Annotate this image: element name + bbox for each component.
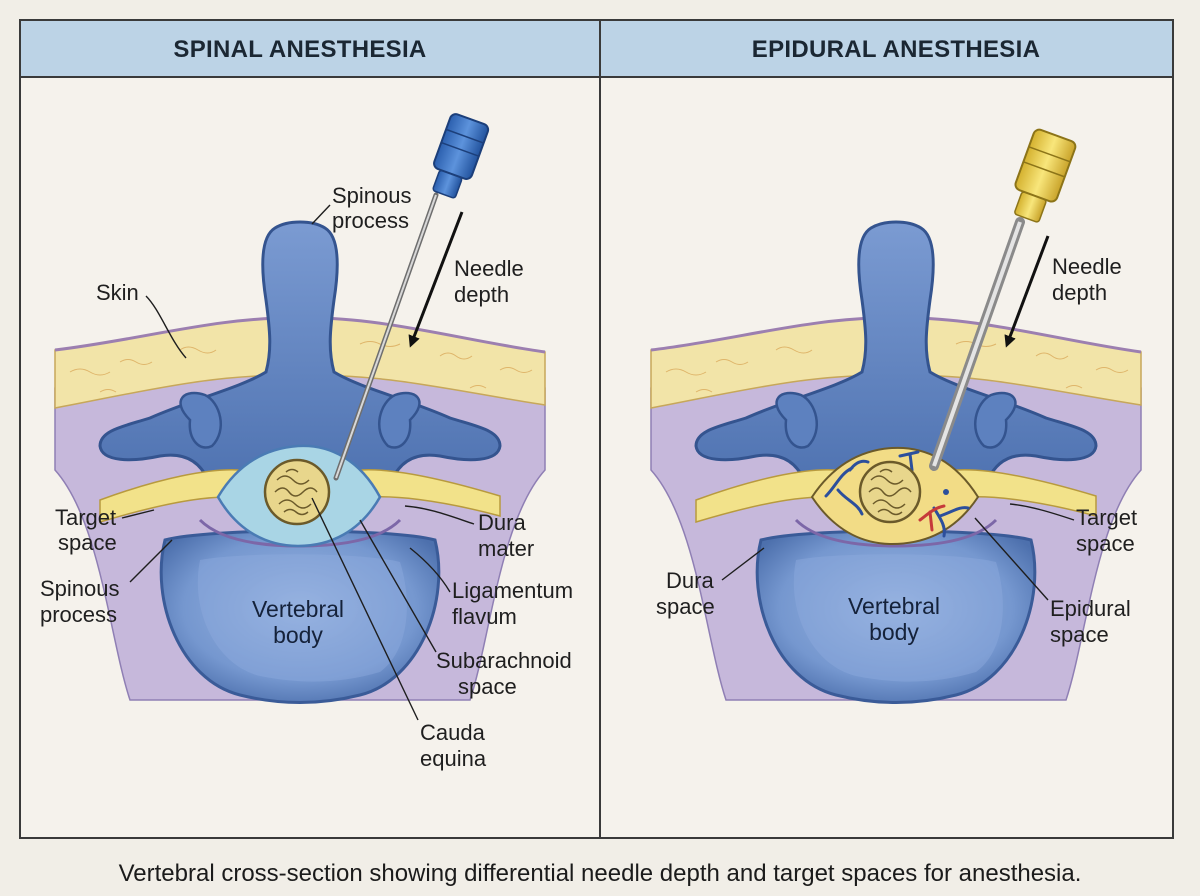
epidural-labels: Needle depth Target space Dura space Ver… <box>656 254 1137 647</box>
label-subarachnoid-space: Subarachnoid <box>436 648 572 673</box>
label-dura-mater: Dura <box>478 510 526 535</box>
spinal-needle <box>333 113 490 481</box>
label-epi-target-space: Target <box>1076 505 1137 530</box>
label-epi-vertebral-body: Vertebral <box>848 593 940 619</box>
spinal-labels: Spinous process Needle depth Skin Target… <box>40 183 573 771</box>
label-ligamentum-flavum: Ligamentum <box>452 578 573 603</box>
epidural-panel-title: EPIDURAL ANESTHESIA <box>752 36 1040 63</box>
label-vertebral-body-2: body <box>273 622 323 648</box>
label-target-space: Target <box>55 505 116 530</box>
label-spinous-process-low-2: process <box>40 602 117 627</box>
label-epidural-space: Epidural <box>1050 596 1131 621</box>
label-epi-dura-space-2: space <box>656 594 715 619</box>
epidural-cord-bundle <box>858 460 922 524</box>
epidural-needle-hub <box>1014 128 1077 223</box>
cauda-equina-bundle <box>263 458 331 526</box>
label-needle-depth-2: depth <box>454 282 509 307</box>
label-needle-depth: Needle <box>454 256 524 281</box>
label-epi-needle-depth: Needle <box>1052 254 1122 279</box>
label-target-space-2: space <box>58 530 117 555</box>
label-epi-needle-depth-2: depth <box>1052 280 1107 305</box>
epidural-vessels <box>824 450 970 538</box>
label-spinous-process-low: Spinous <box>40 576 120 601</box>
label-cauda-equina-2: equina <box>420 746 487 771</box>
label-ligamentum-flavum-2: flavum <box>452 604 517 629</box>
spinal-needle-depth-arrow <box>408 211 464 348</box>
spinal-panel-title: SPINAL ANESTHESIA <box>173 36 426 63</box>
epidural-needle <box>929 128 1077 471</box>
label-epidural-space-2: space <box>1050 622 1109 647</box>
epidural-vertebra-illustration <box>649 220 1143 704</box>
label-vertebral-body: Vertebral <box>252 596 344 622</box>
label-epi-dura-space: Dura <box>666 568 714 593</box>
label-subarachnoid-space-2: space <box>458 674 517 699</box>
label-epi-vertebral-body-2: body <box>869 619 919 645</box>
epidural-needle-depth-arrow <box>1004 235 1050 348</box>
label-epi-target-space-2: space <box>1076 531 1135 556</box>
header-band-spinal <box>20 20 600 77</box>
label-spinous-process-top: Spinous <box>332 183 412 208</box>
header-band-epidural <box>600 20 1173 77</box>
figure-caption: Vertebral cross-section showing differen… <box>119 860 1082 887</box>
label-spinous-process-top-2: process <box>332 208 409 233</box>
label-skin: Skin <box>96 280 139 305</box>
label-cauda-equina: Cauda <box>420 720 486 745</box>
spinal-needle-hub <box>432 113 490 199</box>
label-dura-mater-2: mater <box>478 536 534 561</box>
